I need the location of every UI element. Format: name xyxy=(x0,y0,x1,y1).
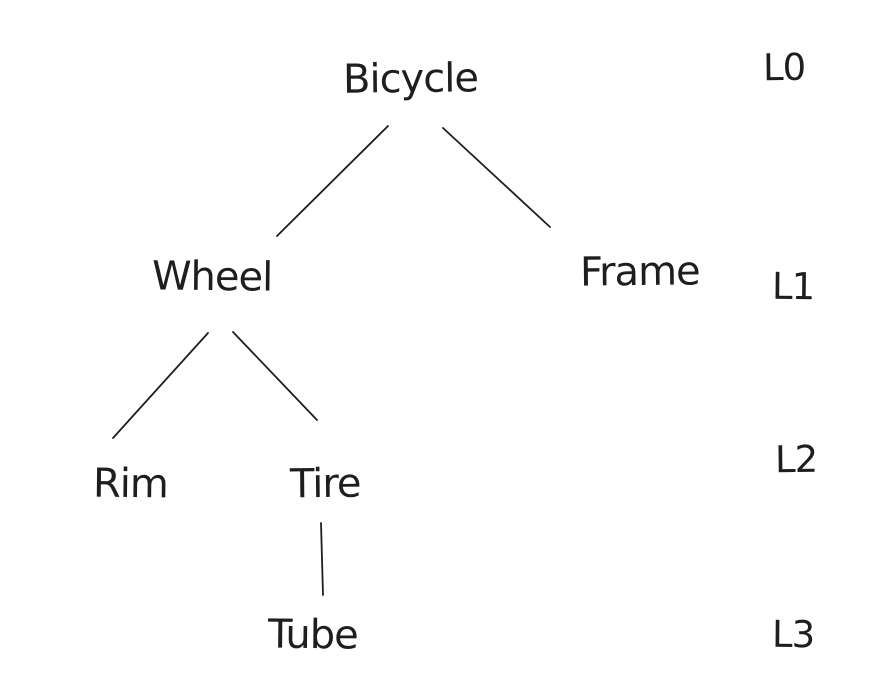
node-bicycle: Bicycle xyxy=(342,55,479,103)
node-tube: Tube xyxy=(267,611,358,659)
edge-bicycle-frame xyxy=(442,127,551,228)
node-frame: Frame xyxy=(579,248,700,296)
edge-bicycle-wheel xyxy=(276,125,389,237)
level-label-l1: L1 xyxy=(771,264,815,309)
edge-wheel-rim xyxy=(112,332,209,439)
node-wheel: Wheel xyxy=(151,253,273,301)
edge-tire-tube xyxy=(320,522,324,596)
node-rim: Rim xyxy=(92,460,169,508)
level-label-l2: L2 xyxy=(774,437,818,482)
level-label-l3: L3 xyxy=(771,612,815,657)
level-label-l0: L0 xyxy=(762,45,806,90)
node-tire: Tire xyxy=(289,460,361,508)
edge-wheel-tire xyxy=(232,331,318,421)
